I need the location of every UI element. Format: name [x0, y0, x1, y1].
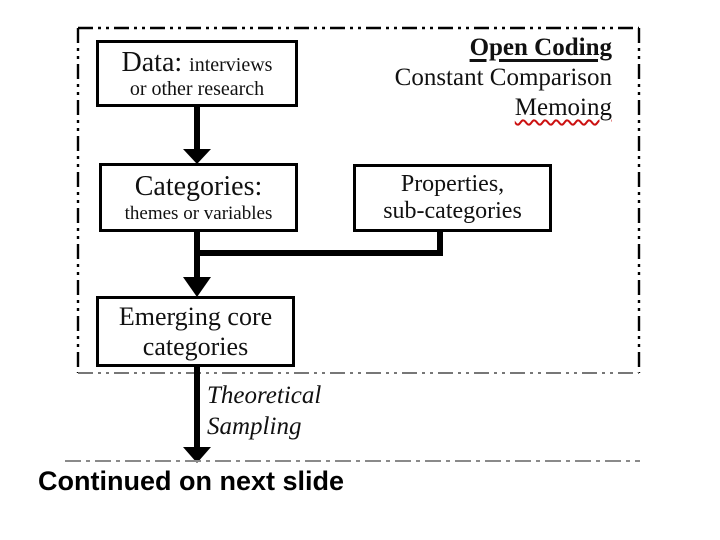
- emerging-core-categories-box: Emerging core categories: [96, 296, 295, 367]
- coding-notes: Open Coding Constant Comparison Memoing: [395, 33, 612, 123]
- categories-box-title: Categories:: [134, 171, 263, 203]
- continued-caption: Continued on next slide: [38, 466, 345, 496]
- data-box: Data: interviews or other research: [96, 40, 298, 107]
- arrow-to-emerging-head: [183, 277, 211, 297]
- emerging-box-line1: Emerging core: [118, 302, 273, 332]
- categories-box-subtitle: themes or variables: [124, 202, 273, 224]
- theoretical-sampling-line1: Theoretical: [207, 382, 322, 409]
- properties-box: Properties, sub-categories: [353, 164, 552, 232]
- categories-box: Categories: themes or variables: [99, 163, 298, 232]
- arrow-data-to-categories-head: [183, 149, 211, 164]
- arrow-theoretical-sampling-head: [183, 447, 211, 463]
- data-box-title: Data:: [121, 46, 190, 78]
- data-box-line2: or other research: [129, 77, 265, 100]
- properties-box-line1: Properties,: [400, 171, 505, 198]
- memoing-label: Memoing: [514, 94, 612, 121]
- emerging-box-line2: categories: [142, 331, 249, 361]
- data-box-subtitle-inline: interviews: [189, 53, 273, 76]
- constant-comparison-label: Constant Comparison: [394, 64, 612, 91]
- open-coding-label: Open Coding: [469, 34, 612, 61]
- data-box-line1: Data: interviews: [122, 47, 273, 78]
- properties-box-line2: sub-categories: [383, 198, 522, 224]
- theoretical-sampling-label: Theoretical Sampling: [207, 380, 321, 442]
- theoretical-sampling-line2: Sampling: [207, 413, 302, 440]
